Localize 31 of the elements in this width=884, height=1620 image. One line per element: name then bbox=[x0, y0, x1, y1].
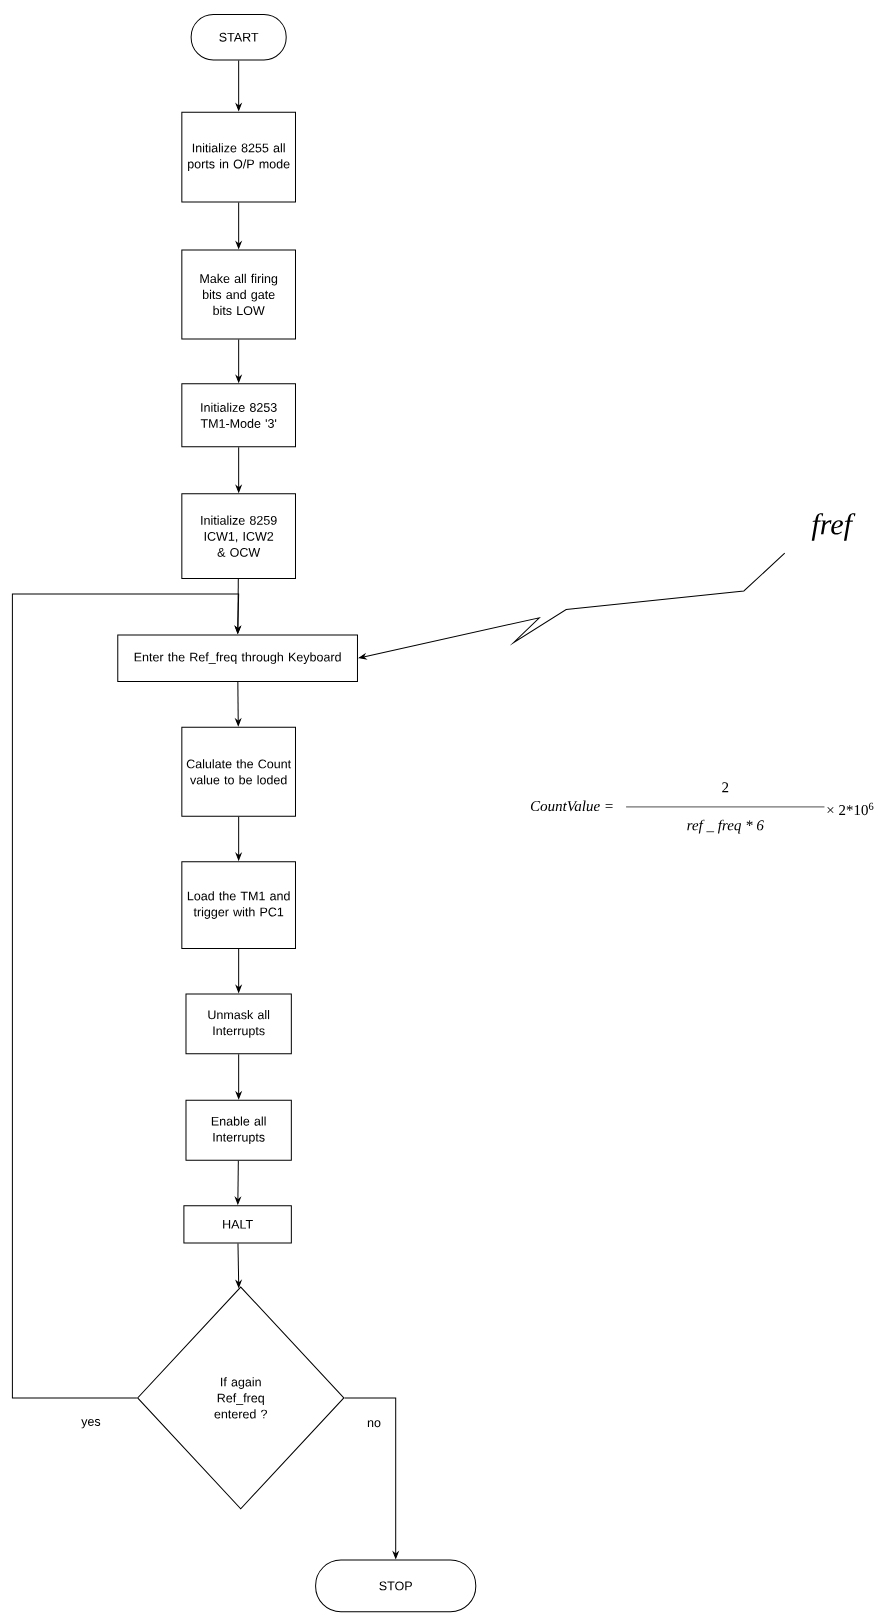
process-box: Initialize 8255 all ports in O/P mode bbox=[181, 111, 296, 203]
arrow bbox=[235, 1053, 242, 1099]
arrow bbox=[234, 1160, 241, 1205]
arrow bbox=[235, 1242, 242, 1288]
process-box: Make all firing bits and gate bits LOW bbox=[181, 249, 296, 340]
label: CountValue = bbox=[530, 800, 613, 812]
edge-label: no bbox=[365, 1419, 382, 1429]
process-box: Unmask all Interrupts bbox=[185, 993, 292, 1055]
label: × 2*10$^{6}$ bbox=[827, 802, 874, 816]
label: 2 bbox=[721, 782, 728, 793]
edge-label: yes bbox=[80, 1418, 102, 1430]
arrow bbox=[235, 948, 242, 993]
process-box: Calulate the Count value to be loded bbox=[181, 726, 296, 817]
arrow bbox=[235, 681, 241, 726]
arrow bbox=[235, 446, 242, 493]
label: ref _ freq * 6 bbox=[687, 819, 764, 834]
process-box: Initialize 8259 ICW1, ICW2 & OCW bbox=[181, 493, 296, 580]
arrow bbox=[343, 1397, 399, 1559]
leader-line bbox=[358, 552, 786, 660]
process-box: HALT bbox=[183, 1205, 292, 1244]
process-box: Load the TM1 and trigger with PC1 bbox=[181, 861, 296, 949]
handwritten-note: fref bbox=[811, 513, 856, 541]
process-box: Initialize 8253 TM1-Mode '3' bbox=[181, 383, 296, 448]
formula: CountValue = 2 ref _ freq * 6 × 2*10$^{6}$ bbox=[530, 782, 874, 834]
arrow bbox=[235, 201, 242, 249]
process-box: Enter the Ref_freq through Keyboard bbox=[117, 634, 358, 682]
arrow bbox=[235, 816, 242, 861]
arrow bbox=[11, 593, 241, 1399]
arrow bbox=[235, 338, 242, 383]
arrow bbox=[235, 59, 242, 111]
process-box: Enable all Interrupts bbox=[185, 1099, 292, 1161]
